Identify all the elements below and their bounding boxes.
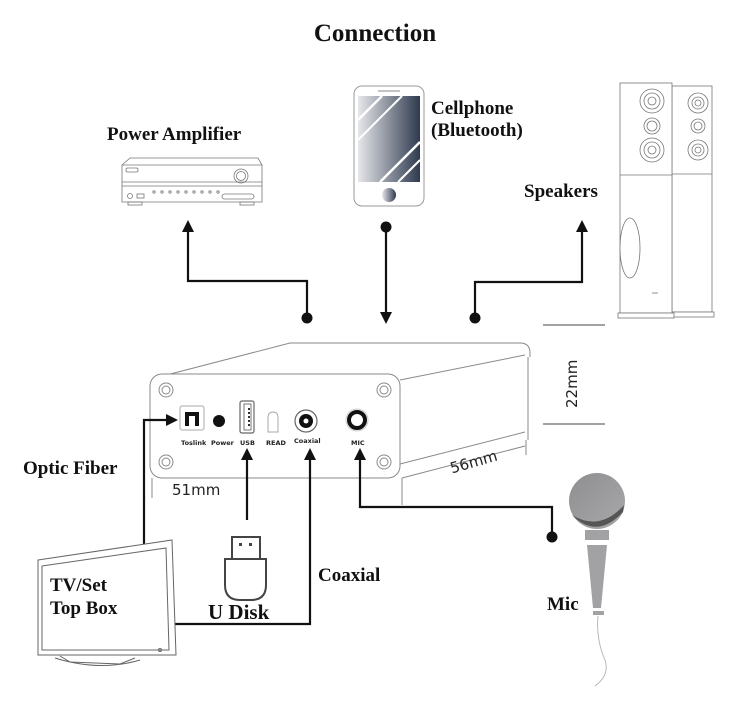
label-coaxial: Coaxial — [318, 565, 381, 586]
arrow-up-usb — [241, 448, 253, 460]
usb-port[interactable] — [239, 400, 255, 434]
label-tv-line2: Top Box — [50, 598, 118, 619]
port-label-mic: MIC — [351, 439, 365, 447]
tv-icon — [37, 539, 177, 666]
dimension-width: 51mm — [172, 481, 221, 499]
label-optic-fiber: Optic Fiber — [23, 458, 118, 479]
read-port[interactable] — [267, 411, 279, 433]
arrow-up-coaxial — [304, 448, 316, 460]
port-label-usb: USB — [240, 439, 255, 447]
arrow-up-speakers — [576, 220, 588, 232]
wire-coaxial — [144, 458, 312, 626]
cellphone-icon — [353, 85, 425, 207]
speakers-icon — [617, 82, 715, 319]
label-tv-line1: TV/Set — [50, 575, 107, 596]
label-mic: Mic — [547, 594, 579, 615]
port-label-read: READ — [266, 439, 286, 447]
microphone-icon — [569, 473, 625, 687]
label-u-disk: U Disk — [208, 600, 270, 624]
port-label-toslink: Toslink — [181, 439, 207, 447]
wire-speakers — [473, 230, 584, 318]
arrow-up-power-amplifier — [182, 220, 194, 232]
port-label-coaxial: Coaxial — [294, 437, 321, 445]
label-tv-set-top-box: TV/Set Top Box — [50, 574, 117, 620]
power-amplifier-icon — [121, 157, 263, 206]
label-speakers: Speakers — [524, 181, 598, 202]
label-cellphone: Cellphone (Bluetooth) — [431, 98, 523, 142]
toslink-port[interactable] — [179, 405, 205, 431]
label-cellphone-line2: (Bluetooth) — [431, 120, 523, 141]
label-power-amplifier: Power Amplifier — [107, 124, 242, 145]
power-port[interactable] — [213, 415, 225, 427]
arrow-down-device — [380, 312, 392, 324]
arrow-right-toslink — [166, 414, 178, 426]
dimension-height: 22mm — [563, 359, 581, 408]
mic-port[interactable] — [345, 408, 369, 432]
arrow-up-mic — [354, 448, 366, 460]
port-label-power: Power — [211, 439, 235, 447]
wire-power-amplifier — [186, 230, 309, 318]
arrowheads — [166, 220, 588, 460]
label-cellphone-line1: Cellphone — [431, 98, 514, 119]
page-title: Connection — [313, 20, 437, 47]
usb-drive-icon — [224, 536, 267, 601]
coaxial-port[interactable] — [294, 409, 318, 433]
wire-mic — [358, 458, 554, 537]
